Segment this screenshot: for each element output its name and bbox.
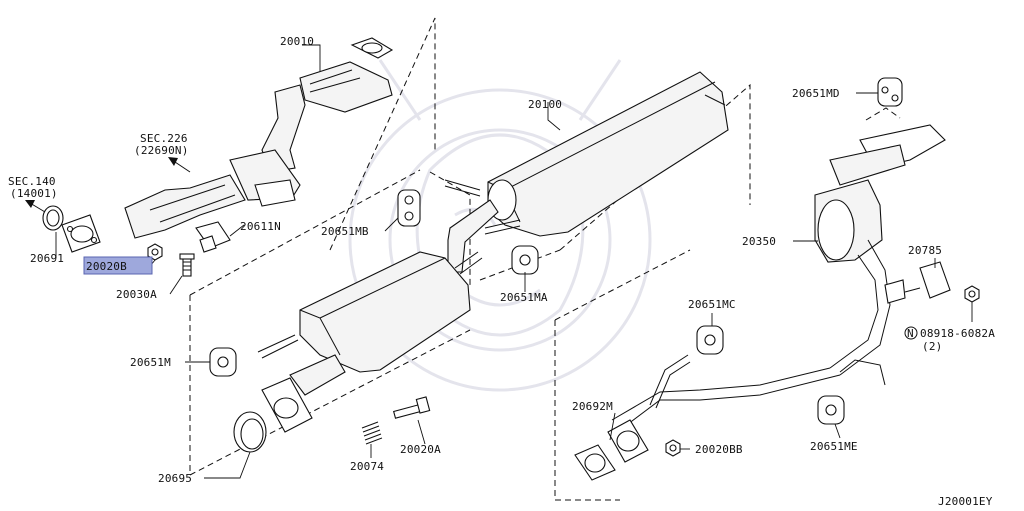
bolt-20020a xyxy=(392,396,431,419)
hanger-20651m xyxy=(209,347,237,377)
part-label-20695[interactable]: 20695 xyxy=(158,472,192,485)
center-muffler-20100 xyxy=(444,71,729,273)
highlight-20020b xyxy=(83,256,153,275)
gasket-ring-20695 xyxy=(233,411,267,453)
hanger-20651mc xyxy=(696,325,724,355)
group-outline-rear xyxy=(554,249,691,501)
part-label-08918-6082a[interactable]: 08918-6082A xyxy=(920,327,995,340)
hanger-20651md xyxy=(877,77,903,107)
hanger-20651mb xyxy=(397,189,421,227)
part-label-20020a[interactable]: 20020A xyxy=(400,443,441,456)
part-label-20651mc[interactable]: 20651MC xyxy=(688,298,736,311)
part-label-20611n[interactable]: 20611N xyxy=(240,220,281,233)
section-title-226[interactable]: SEC.226 xyxy=(140,132,188,145)
rear-muffler-20350 xyxy=(611,124,946,431)
part-label-20030a[interactable]: 20030A xyxy=(116,288,157,301)
part-label-20010[interactable]: 20010 xyxy=(280,35,314,48)
diagram-code: J20001EY xyxy=(938,495,993,508)
arrow-to-sec226 xyxy=(168,157,191,173)
part-label-20350[interactable]: 20350 xyxy=(742,235,776,248)
group-outline-front xyxy=(189,17,471,476)
front-pipe-catalyst xyxy=(61,37,394,253)
part-label-20020bb[interactable]: 20020BB xyxy=(695,443,743,456)
part-label-20651mb[interactable]: 20651MB xyxy=(321,225,369,238)
bracket-20785 xyxy=(904,261,951,299)
bolt-20030a xyxy=(179,253,195,277)
bracket-20611n xyxy=(195,221,231,253)
flange-20692m xyxy=(574,419,649,481)
hanger-20651ma xyxy=(511,245,539,275)
part-label-08918-qty: (2) xyxy=(922,340,942,353)
section-ref-140: (14001) xyxy=(10,187,58,200)
part-label-20651me[interactable]: 20651ME xyxy=(810,440,858,453)
part-label-20691[interactable]: 20691 xyxy=(30,252,64,265)
nut-symbol-ring xyxy=(904,326,918,340)
part-label-20020b[interactable]: 20020B xyxy=(86,260,127,273)
leader-lines xyxy=(55,44,973,479)
hanger-20651me xyxy=(817,395,845,425)
part-label-20100[interactable]: 20100 xyxy=(528,98,562,111)
part-label-20651m[interactable]: 20651M xyxy=(130,356,171,369)
arrow-to-sec140 xyxy=(25,200,46,213)
spring-20074 xyxy=(361,421,383,445)
nut-08918-6082a xyxy=(964,285,980,303)
part-label-20651md[interactable]: 20651MD xyxy=(792,87,840,100)
part-label-20651ma[interactable]: 20651MA xyxy=(500,291,548,304)
section-title-140[interactable]: SEC.140 xyxy=(8,175,56,188)
pre-muffler xyxy=(257,251,483,396)
nut-20020bb xyxy=(665,439,681,457)
part-label-20074[interactable]: 20074 xyxy=(350,460,384,473)
gasket-20691 xyxy=(42,205,64,231)
part-label-20785[interactable]: 20785 xyxy=(908,244,942,257)
group-outline-hanger-md xyxy=(865,107,901,121)
section-ref-226: (22690N) xyxy=(134,144,189,157)
flange-front-muffler xyxy=(261,377,313,433)
nut-20020b xyxy=(147,243,163,261)
part-label-20692m[interactable]: 20692M xyxy=(572,400,613,413)
nut-symbol: N xyxy=(907,327,914,340)
